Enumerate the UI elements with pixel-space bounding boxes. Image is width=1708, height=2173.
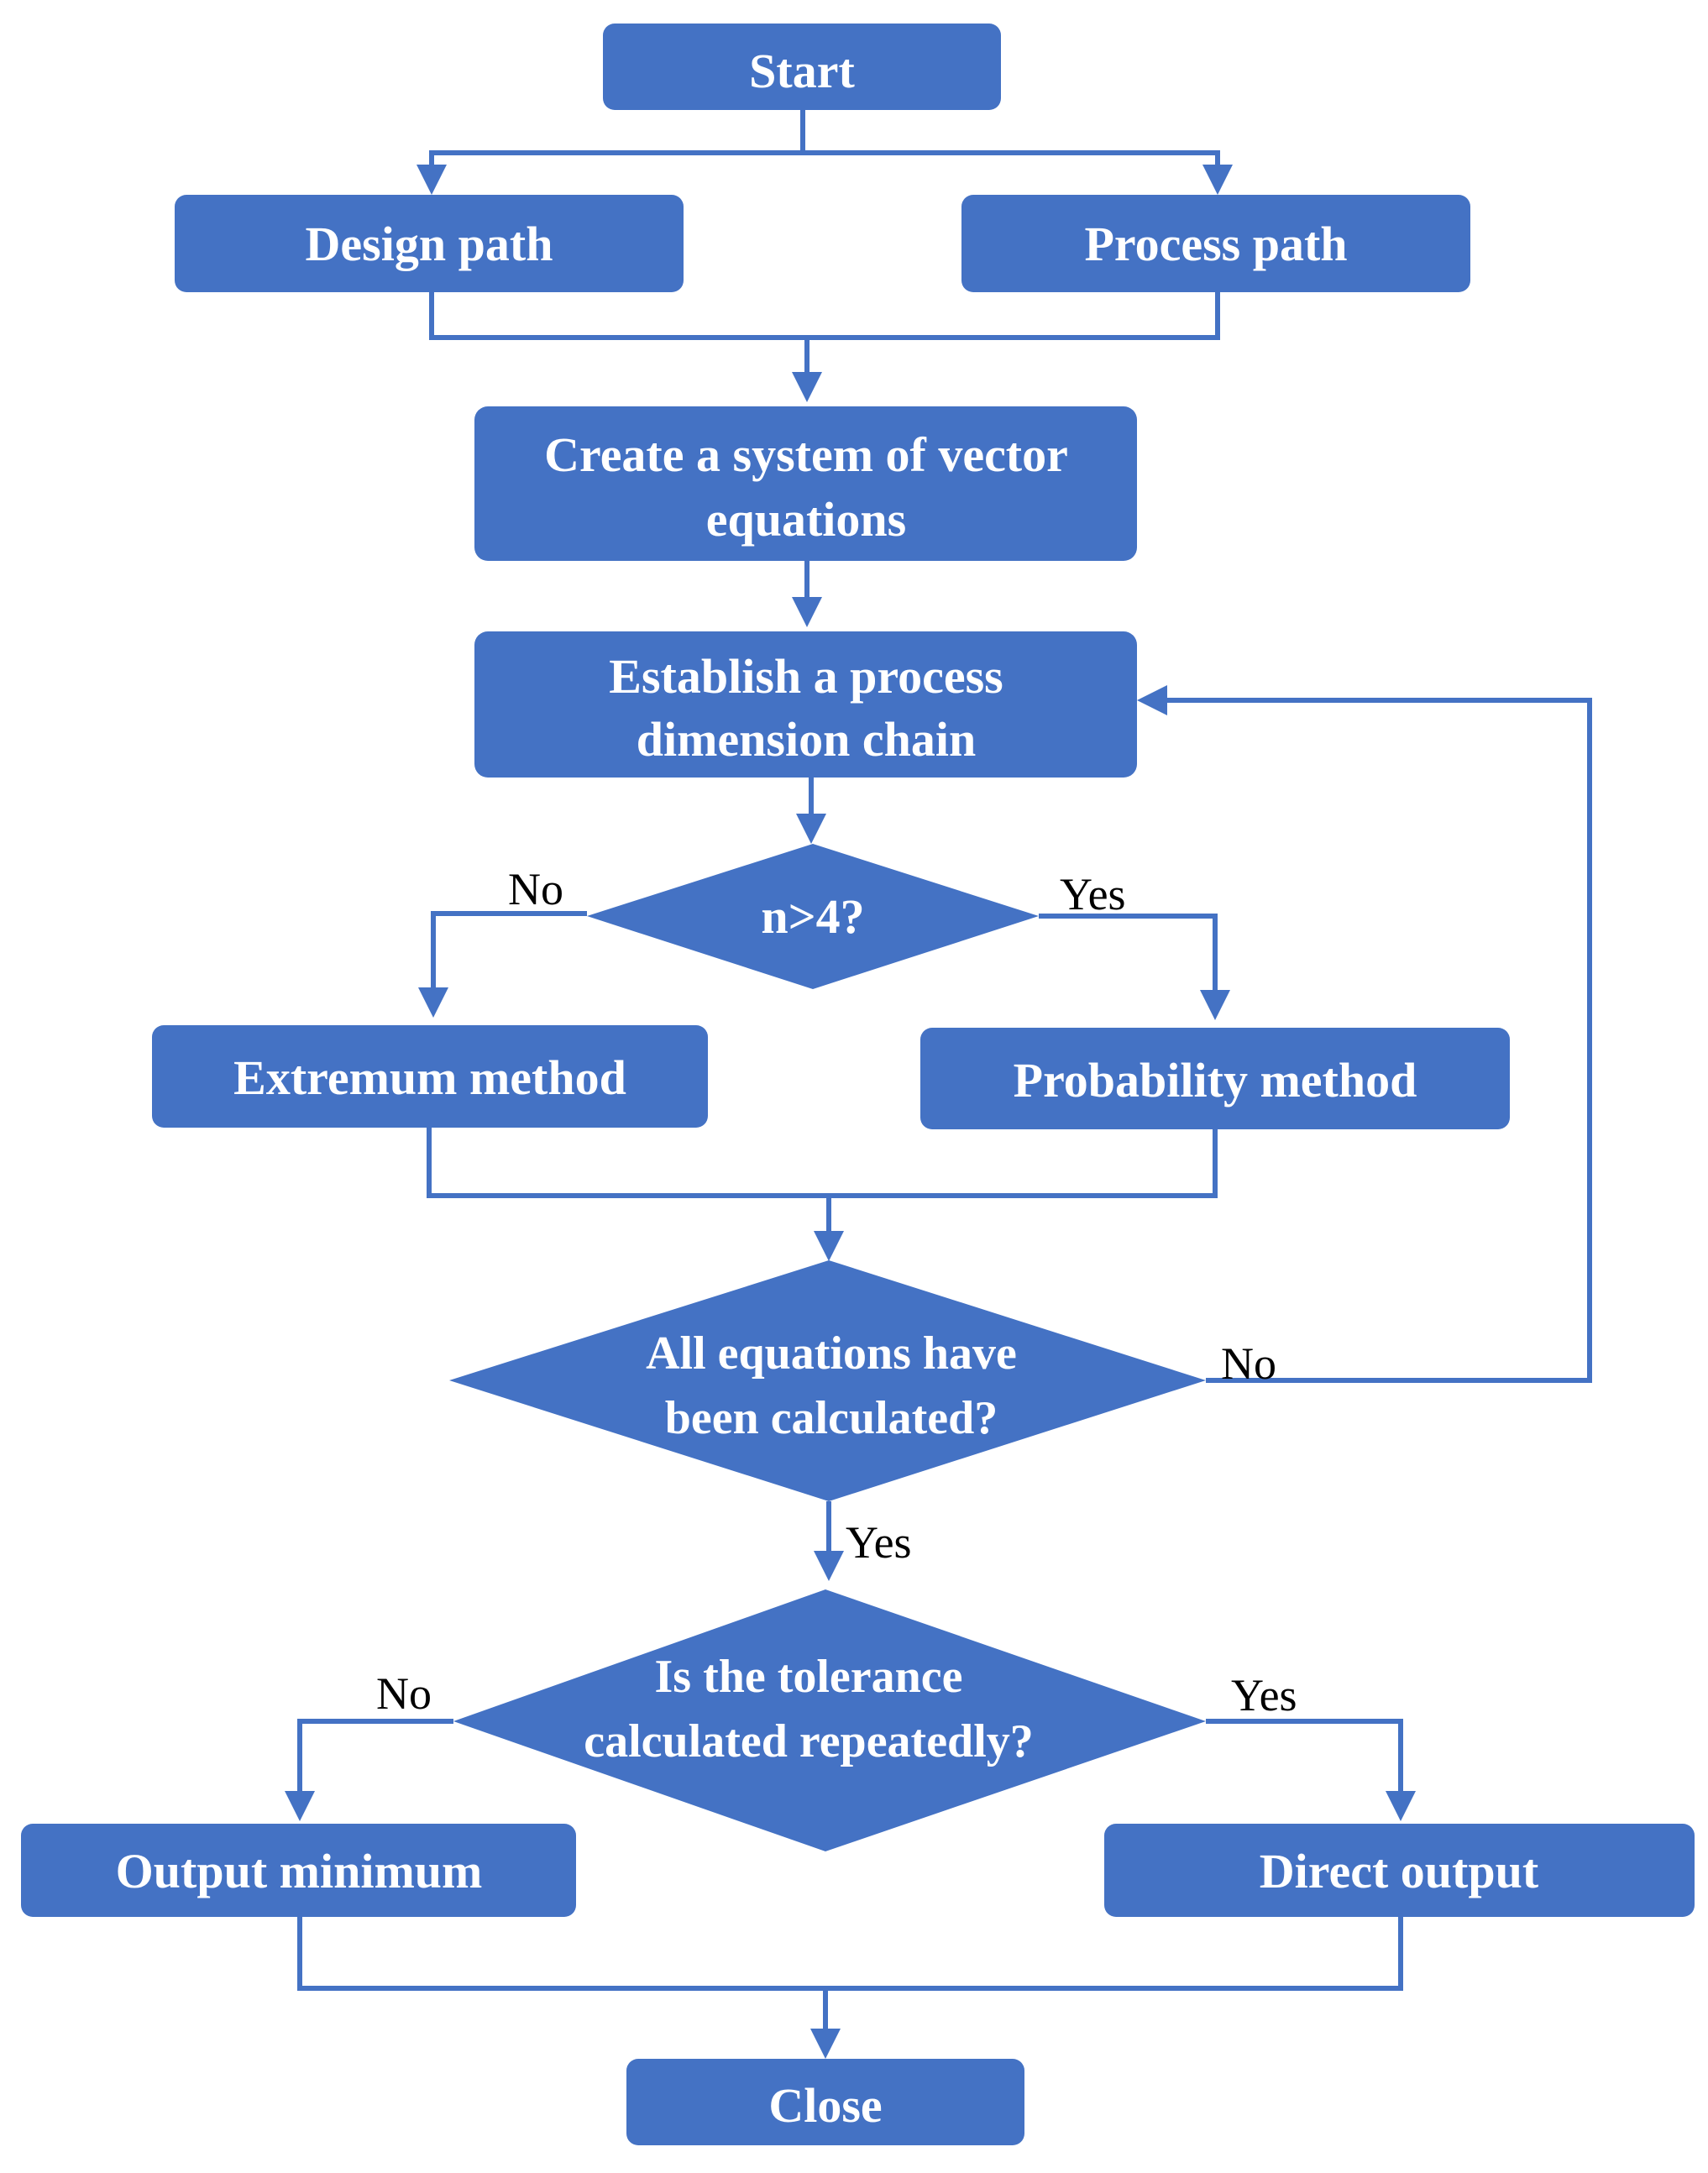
edges (285, 110, 1592, 2059)
node-decision-n-label: n>4? (761, 889, 864, 944)
node-design-path: Design path (175, 195, 684, 292)
node-vector-equations-line1: Create a system of vector (544, 427, 1068, 482)
node-start-label: Start (749, 44, 855, 98)
node-dimension-chain-line1: Establish a process (609, 649, 1003, 704)
edge-outputs-merge (297, 1917, 1403, 1991)
node-close: Close (626, 2059, 1024, 2145)
node-vector-equations-line2: equations (706, 492, 907, 547)
node-decision-all-line1: All equations have (646, 1327, 1017, 1380)
edge-decision-n-yes (1039, 914, 1230, 1020)
node-direct-output-label: Direct output (1260, 1844, 1539, 1898)
node-close-label: Close (768, 2078, 882, 2133)
node-decision-tolerance-line1: Is the tolerance (654, 1651, 962, 1703)
node-decision-n: n>4? (587, 844, 1039, 989)
node-output-minimum-label: Output minimum (116, 1844, 483, 1898)
node-extremum-method-label: Extremum method (233, 1050, 626, 1105)
node-decision-all: All equations have been calculated? (449, 1260, 1206, 1501)
edge-label-all-no: No (1221, 1338, 1276, 1389)
node-decision-all-line2: been calculated? (665, 1392, 998, 1444)
node-start: Start (603, 24, 1001, 110)
node-decision-tolerance: Is the tolerance calculated repeatedly? (453, 1589, 1206, 1851)
edge-decision-n-no (418, 911, 587, 1018)
edge-label-n-yes: Yes (1060, 869, 1126, 919)
edge-start-to-process-path (803, 150, 1233, 195)
node-dimension-chain-line2: dimension chain (637, 712, 977, 767)
node-dimension-chain: Establish a process dimension chain (474, 631, 1137, 778)
node-decision-tolerance-line2: calculated repeatedly? (584, 1715, 1034, 1767)
node-probability-method-label: Probability method (1014, 1053, 1417, 1107)
edge-decision-all-no-loop (1137, 685, 1592, 1383)
node-process-path: Process path (961, 195, 1470, 292)
edge-decision-tolerance-no (285, 1719, 453, 1821)
node-extremum-method: Extremum method (152, 1025, 708, 1128)
node-process-path-label: Process path (1084, 217, 1347, 271)
node-direct-output: Direct output (1104, 1824, 1695, 1917)
edge-methods-merge (427, 1128, 1218, 1198)
node-design-path-label: Design path (306, 217, 553, 271)
edge-design-path-merge (429, 292, 1220, 340)
edge-label-tol-no: No (376, 1668, 432, 1719)
node-output-minimum: Output minimum (21, 1824, 576, 1917)
edge-label-n-no: No (508, 864, 563, 914)
node-vector-equations: Create a system of vector equations (474, 406, 1137, 561)
edge-label-tol-yes: Yes (1231, 1670, 1297, 1720)
edge-label-all-yes: Yes (846, 1517, 912, 1568)
edge-start-to-design-path (417, 110, 805, 195)
edge-labels: No Yes No Yes No Yes (376, 864, 1297, 1720)
edge-decision-tolerance-yes (1206, 1719, 1416, 1821)
node-probability-method: Probability method (920, 1028, 1510, 1129)
